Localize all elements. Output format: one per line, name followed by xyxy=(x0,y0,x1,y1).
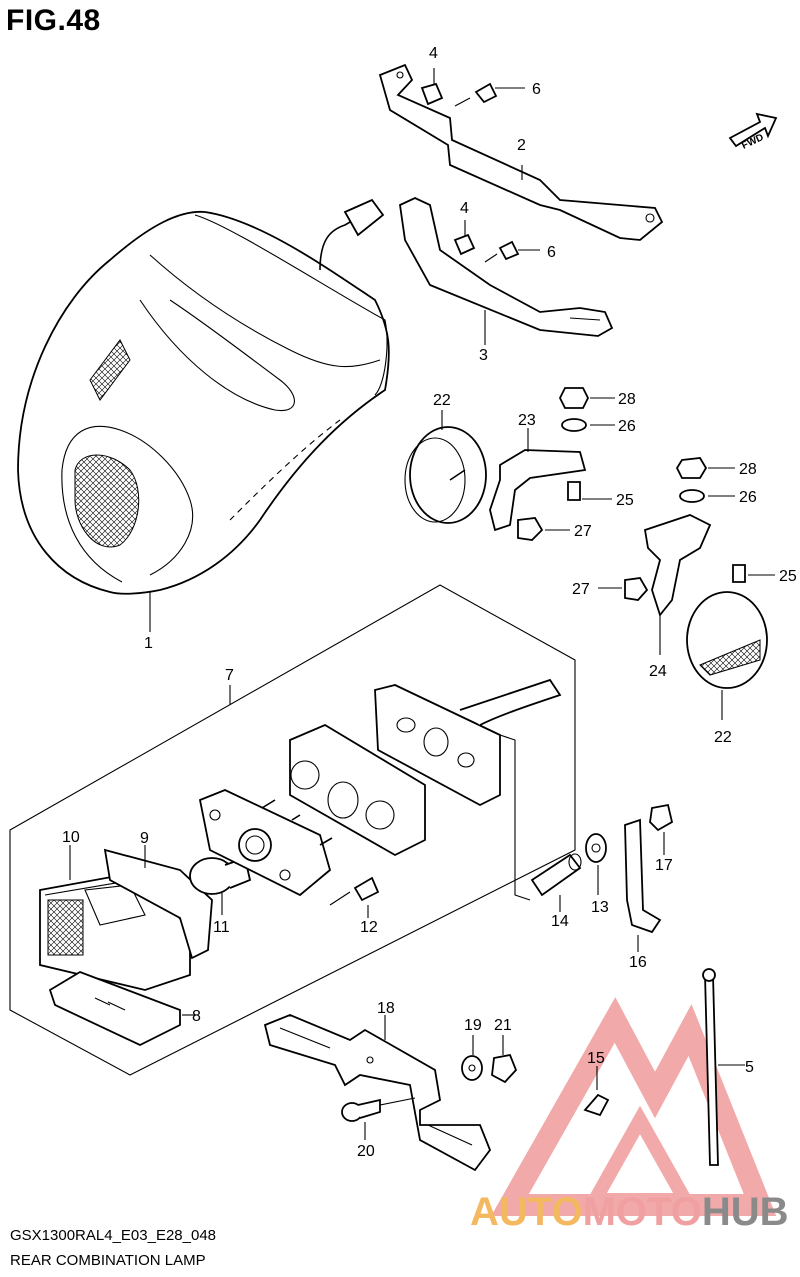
part-22-reflector-left xyxy=(404,410,487,524)
callout-1: 1 xyxy=(144,635,153,652)
bolt-6-upper xyxy=(454,82,525,107)
part-14-collar xyxy=(530,853,582,912)
part-3-bracket xyxy=(399,197,614,345)
part-12-screw xyxy=(329,876,380,918)
part-16-plate xyxy=(624,818,662,952)
part-19-washer xyxy=(461,1035,483,1081)
callout-23: 23 xyxy=(518,412,536,429)
part-9-gasket xyxy=(103,845,213,960)
bolt-25-left xyxy=(567,481,612,501)
part-2-bracket xyxy=(378,63,664,241)
bolt-4-upper xyxy=(420,68,444,106)
nut-28-right xyxy=(675,457,735,479)
watermark-logo xyxy=(491,997,777,1216)
part-1-tail-lamp xyxy=(17,198,390,632)
part-17-nut xyxy=(649,803,674,855)
callout-2: 2 xyxy=(517,137,526,154)
part-5-clamp-band xyxy=(702,968,745,1166)
callout-7: 7 xyxy=(225,667,234,684)
part-24-stay xyxy=(643,514,712,655)
callout-4-lower: 4 xyxy=(460,200,469,217)
watermark-text: AUTOMOTOHUB xyxy=(470,1190,789,1234)
callout-15: 15 xyxy=(587,1050,605,1067)
callout-25-right: 25 xyxy=(779,568,797,585)
callout-19: 19 xyxy=(464,1017,482,1034)
callout-9: 9 xyxy=(140,830,149,847)
part-22-reflector-right xyxy=(686,591,768,720)
callout-4-upper: 4 xyxy=(429,45,438,62)
model-code: GSX1300RAL4_E03_E28_048 xyxy=(10,1227,217,1244)
lamp-base-housing xyxy=(289,723,426,857)
callout-20: 20 xyxy=(357,1143,375,1160)
part-18-bracket xyxy=(263,1014,492,1172)
callout-5: 5 xyxy=(745,1059,754,1076)
bolt-25-right xyxy=(732,564,775,583)
callout-25-left: 25 xyxy=(616,492,634,509)
callout-18: 18 xyxy=(377,1000,395,1017)
callout-27-right: 27 xyxy=(572,581,590,598)
bolt-4-lower xyxy=(453,220,476,256)
part-7-license-lamp-kit xyxy=(9,584,576,1076)
callout-13: 13 xyxy=(591,899,609,916)
watermark-auto: AUTO xyxy=(470,1190,583,1234)
washer-26-left xyxy=(561,418,615,432)
nut-27-left xyxy=(517,517,570,541)
callout-6-upper: 6 xyxy=(532,81,541,98)
callout-11: 11 xyxy=(213,919,230,936)
callout-3: 3 xyxy=(479,347,488,364)
part-23-stay xyxy=(489,428,587,532)
watermark-moto: MOTO xyxy=(583,1190,702,1234)
rubber-gasket-with-wire xyxy=(374,678,562,807)
nut-28-left xyxy=(558,387,615,409)
part-21-nut xyxy=(491,1035,518,1084)
callout-8: 8 xyxy=(192,1008,201,1025)
fwd-arrow-icon: FWD xyxy=(728,112,778,152)
callout-12: 12 xyxy=(360,919,378,936)
washer-26-right xyxy=(679,489,735,503)
callout-10: 10 xyxy=(62,829,80,846)
callout-6-lower: 6 xyxy=(547,244,556,261)
callout-17: 17 xyxy=(655,857,673,874)
callout-26-left: 26 xyxy=(618,418,636,435)
leader-line-group xyxy=(499,734,531,901)
part-20-screw xyxy=(341,1097,416,1140)
bolt-6-lower xyxy=(484,240,540,263)
figure-title: FIG.48 xyxy=(6,4,101,37)
callout-21: 21 xyxy=(494,1017,512,1034)
callout-22-right: 22 xyxy=(714,729,732,746)
callout-14: 14 xyxy=(551,913,569,930)
part-13-washer xyxy=(585,833,607,895)
part-11-bulb xyxy=(189,856,252,915)
callout-26-right: 26 xyxy=(739,489,757,506)
callout-27-left: 27 xyxy=(574,523,592,540)
callout-22-left: 22 xyxy=(433,392,451,409)
callout-28-right: 28 xyxy=(739,461,757,478)
watermark-hub: HUB xyxy=(702,1190,789,1234)
nut-27-right xyxy=(598,577,649,601)
callout-16: 16 xyxy=(629,954,647,971)
socket-assembly xyxy=(198,789,333,897)
callout-28-left: 28 xyxy=(618,391,636,408)
callout-24: 24 xyxy=(649,663,667,680)
part-8-lens xyxy=(48,971,195,1047)
part-15-bulb xyxy=(583,1066,610,1117)
section-name: REAR COMBINATION LAMP xyxy=(10,1252,206,1269)
